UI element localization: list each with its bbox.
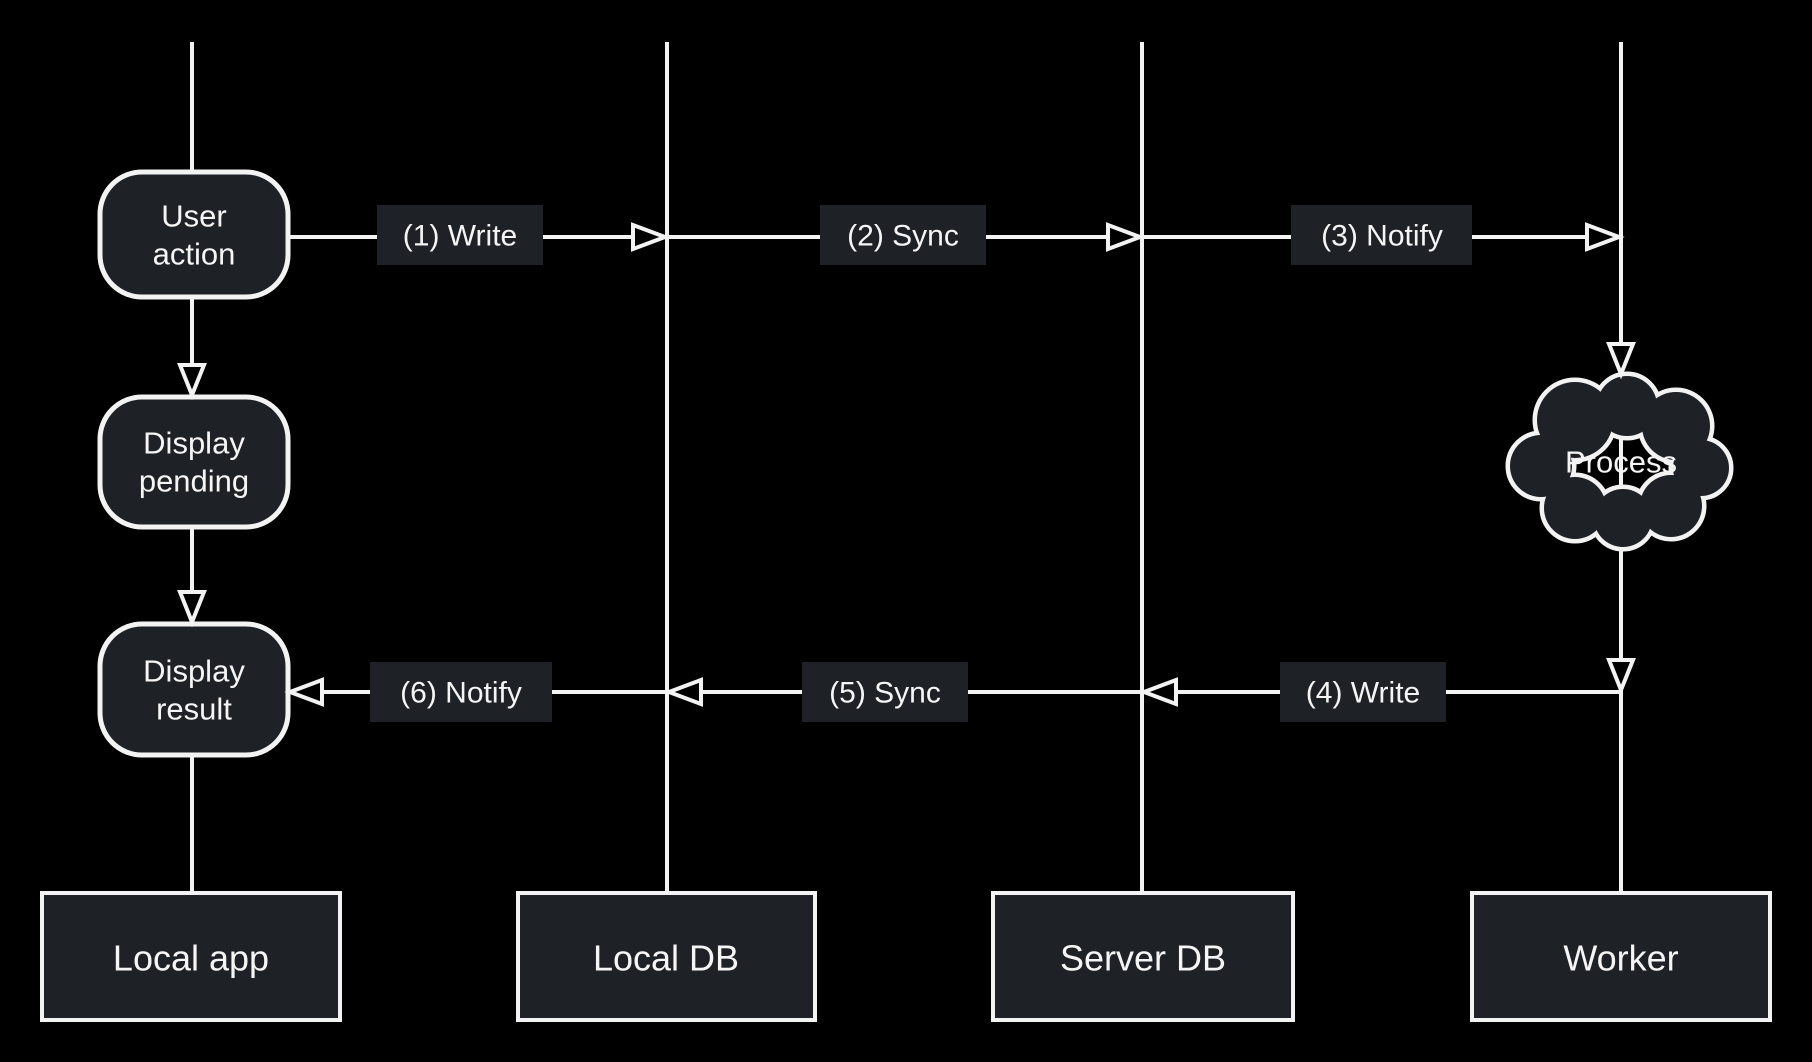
user-action-shape [97, 169, 291, 300]
display-pending-shape [97, 394, 291, 530]
chip-4-text: (4) Write [1306, 677, 1420, 710]
user-action-label-line2: action [153, 237, 236, 272]
chip-5-text: (5) Sync [829, 677, 941, 710]
arrowhead-1-right-icon [631, 222, 671, 252]
cloud-body [1510, 376, 1729, 547]
arrowhead-3-right-icon [1585, 222, 1625, 252]
arrowhead-to-display-result-icon [177, 590, 207, 628]
lane-worker-shape [1470, 891, 1772, 1022]
arrow-label-4-write: (4) Write [1280, 662, 1446, 722]
user-action-node: User action [97, 169, 291, 300]
arrowhead-worker-down-icon [1606, 658, 1636, 696]
process-cloud-label: Process [1565, 445, 1677, 480]
process-cloud-node: Process [1505, 371, 1734, 552]
arrow-label-2-sync: (2) Sync [820, 205, 986, 265]
chip-2-text: (2) Sync [847, 220, 959, 253]
arrow-label-5-sync: (5) Sync [802, 662, 968, 722]
arrowhead-to-display-pending-icon [177, 363, 207, 401]
arrow-label-3-notify: (3) Notify [1291, 205, 1472, 265]
display-result-shape [97, 621, 291, 758]
lane-server-db-label: Server DB [1060, 938, 1226, 979]
arrow-label-6-notify: (6) Notify [370, 662, 552, 722]
display-pending-label-line2: pending [139, 464, 249, 499]
chip-4-bg [1280, 662, 1446, 722]
lane-local-app-label: Local app [113, 938, 269, 979]
lane-box-server-db: Server DB [991, 891, 1295, 1022]
arrowhead-5-left-icon [663, 677, 703, 707]
arrowhead-6-left-icon [284, 677, 324, 707]
lane-local-app-shape [40, 891, 342, 1022]
arrowhead-2-right-icon [1106, 222, 1146, 252]
arrow-label-1-write: (1) Write [377, 205, 543, 265]
user-action-label-line1: User [161, 199, 226, 234]
lane-worker-label: Worker [1563, 938, 1678, 979]
arrowhead-4-left-icon [1138, 677, 1178, 707]
display-pending-label-line1: Display [143, 426, 245, 461]
chip-3-text: (3) Notify [1321, 220, 1443, 253]
chip-1-bg [377, 205, 543, 265]
chip-6-text: (6) Notify [400, 677, 522, 710]
display-result-label-line1: Display [143, 654, 245, 689]
chip-1-text: (1) Write [403, 220, 517, 253]
chip-3-bg [1291, 205, 1472, 265]
lane-local-db-shape [516, 891, 817, 1022]
display-result-node: Display result [97, 621, 291, 758]
lane-box-local-db: Local DB [516, 891, 817, 1022]
lane-box-worker: Worker [1470, 891, 1772, 1022]
lane-server-db-shape [991, 891, 1295, 1022]
display-result-label-line2: result [156, 692, 232, 727]
chip-5-bg [802, 662, 968, 722]
lane-box-local-app: Local app [40, 891, 342, 1022]
arrowhead-to-process-icon [1606, 342, 1636, 380]
chip-6-bg [370, 662, 552, 722]
display-pending-node: Display pending [97, 394, 291, 530]
chip-2-bg [820, 205, 986, 265]
lane-local-db-label: Local DB [593, 938, 739, 979]
